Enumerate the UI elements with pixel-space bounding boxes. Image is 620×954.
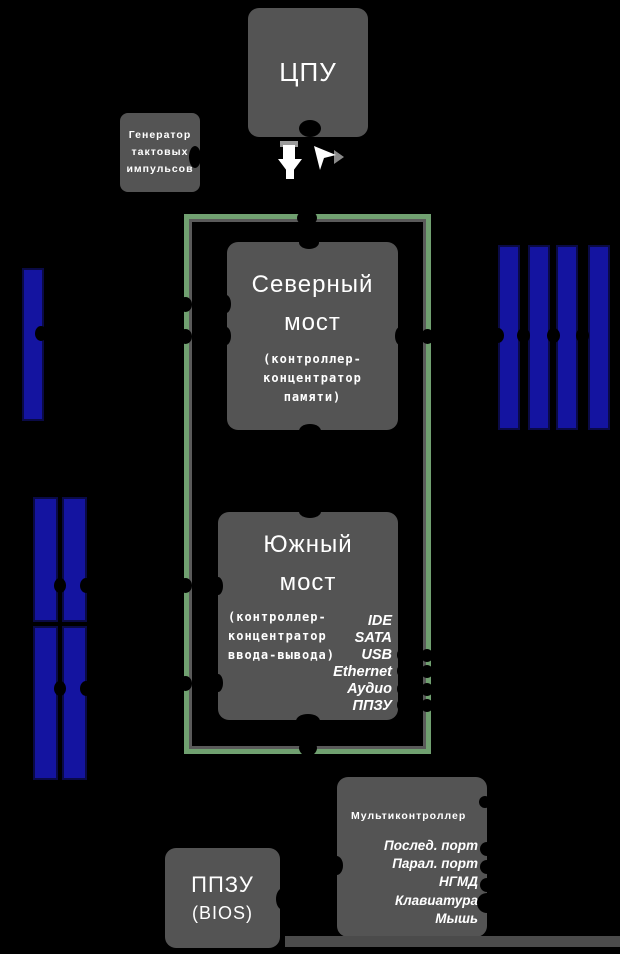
bios-label: ППЗУ — [191, 872, 254, 897]
connection-node — [80, 578, 92, 593]
connection-node — [479, 796, 491, 808]
connection-node — [179, 578, 192, 593]
south-bridge-interfaces: IDE SATA USB Ethernet Аудио ППЗУ — [333, 613, 392, 714]
connection-node — [397, 648, 409, 662]
cpu-label: ЦПУ — [279, 57, 337, 87]
connection-node — [421, 665, 433, 678]
connection-node — [480, 860, 494, 874]
connection-node — [35, 326, 47, 341]
connection-node — [221, 327, 231, 345]
graphics-slot — [22, 268, 44, 421]
clock-generator-label: Генератор тактовых импульсов — [126, 129, 194, 175]
bios-box: ППЗУ (BIOS) — [165, 848, 280, 948]
connection-node — [480, 878, 494, 892]
connection-node — [213, 577, 223, 595]
connection-node — [276, 888, 290, 910]
connection-node — [330, 856, 343, 875]
connection-node — [547, 328, 560, 343]
connection-node — [421, 649, 433, 662]
connection-node — [299, 505, 321, 518]
connection-node — [397, 698, 409, 712]
north-bridge-box: Северный мост (контроллер- концентратор … — [227, 242, 398, 430]
connection-node — [517, 328, 530, 343]
pci-slot — [33, 497, 58, 622]
connection-node — [299, 120, 321, 137]
connection-node — [213, 674, 223, 692]
clock-generator-box: Генератор тактовых импульсов — [120, 113, 200, 192]
connection-node — [54, 578, 66, 593]
south-bridge-title: Южный мост — [263, 531, 353, 596]
connection-node — [189, 146, 201, 168]
connection-node — [299, 236, 319, 249]
connection-node — [54, 681, 66, 696]
connection-node — [179, 297, 192, 312]
multicontroller-ports: Послед. порт Парал. порт НГМД Клавиатура… — [384, 838, 478, 926]
south-bridge-subtitle: (контроллер- концентратор ввода-вывода) — [228, 610, 335, 662]
connection-node — [296, 714, 320, 728]
connection-node — [480, 842, 494, 856]
multicontroller-title: Мультиконтроллер — [351, 810, 467, 822]
connection-node — [179, 676, 192, 691]
connection-node — [80, 681, 92, 696]
multicontroller-box: Мультиконтроллер Послед. порт Парал. пор… — [337, 777, 487, 937]
connection-node — [576, 328, 589, 343]
connection-node — [421, 699, 433, 712]
pci-slot — [62, 497, 87, 622]
connection-node — [421, 683, 433, 696]
cursor-icon — [314, 146, 344, 170]
bios-sublabel: (BIOS) — [191, 903, 253, 923]
connection-node — [221, 295, 231, 313]
bus-arrow-icon — [278, 141, 302, 179]
connection-node — [297, 210, 317, 226]
north-bridge-title: Северный мост — [251, 270, 374, 336]
north-bridge-subtitle: (контроллер- концентратор памяти) — [263, 351, 362, 404]
south-bridge-box: Южный мост (контроллер- концентратор вво… — [218, 512, 398, 720]
cpu-box: ЦПУ — [248, 8, 368, 137]
memory-slot — [588, 245, 610, 430]
bottom-edge-strip — [285, 936, 620, 947]
connection-node — [179, 329, 192, 344]
connection-node — [299, 740, 317, 756]
connection-node — [397, 664, 409, 678]
pci-slot — [62, 626, 87, 780]
connection-node — [421, 329, 434, 344]
pci-slot — [33, 626, 58, 780]
connection-node — [492, 328, 504, 343]
connection-node — [477, 893, 497, 913]
connection-node — [395, 327, 405, 345]
connection-node — [397, 682, 409, 696]
connection-node — [299, 424, 321, 438]
